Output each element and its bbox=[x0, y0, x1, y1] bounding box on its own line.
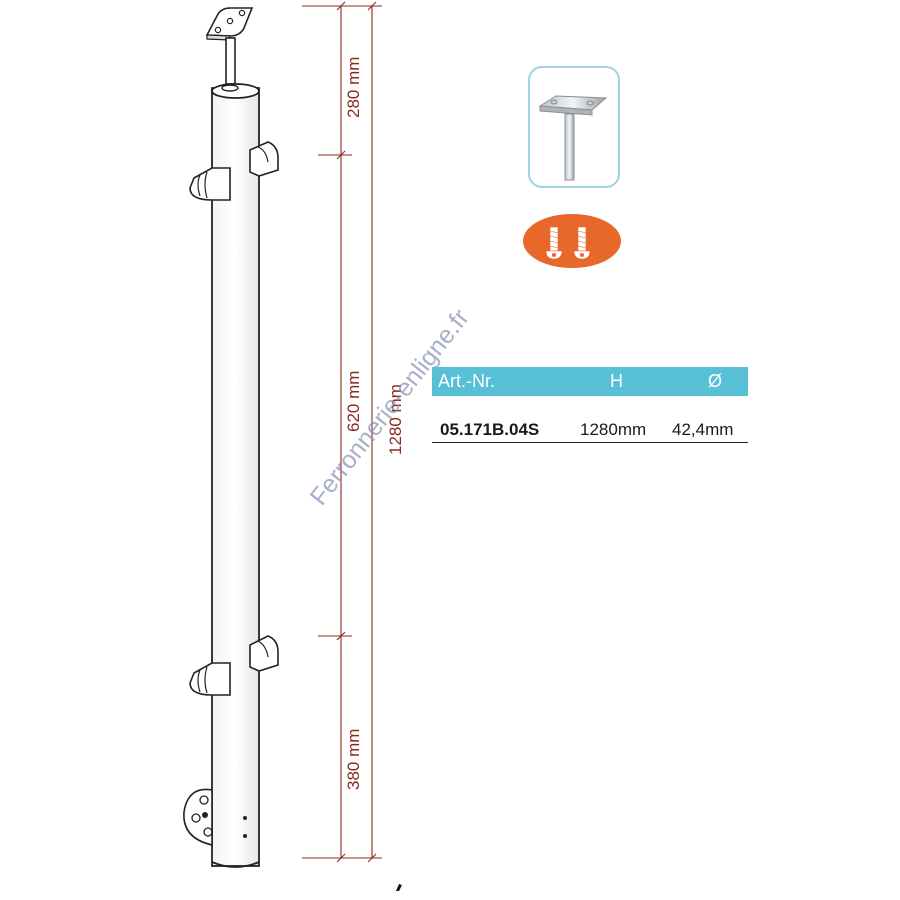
cell-height: 1280mm bbox=[580, 420, 647, 439]
dimension-top-label: 280 mm bbox=[344, 57, 363, 118]
post-tube bbox=[211, 83, 260, 868]
wall-flange bbox=[183, 788, 213, 847]
saddle-thumbnail bbox=[528, 66, 620, 188]
cell-diameter: 42,4mm bbox=[672, 420, 734, 439]
handrail-saddle bbox=[205, 7, 254, 93]
screws-icon bbox=[523, 214, 621, 268]
saddle-detail-icon bbox=[538, 95, 608, 181]
cell-art-nr: 05.171B.04S bbox=[440, 420, 540, 439]
dimension-middle-label: 620 mm bbox=[344, 371, 363, 432]
dimension-bottom-label: 380 mm bbox=[344, 729, 363, 790]
glass-clamp-upper bbox=[189, 141, 279, 201]
table-row: 05.171B.04S 1280mm 42,4mm bbox=[432, 418, 748, 443]
dimension-lines bbox=[302, 1, 382, 863]
header-height: H bbox=[610, 371, 623, 391]
header-art-nr: Art.-Nr. bbox=[438, 371, 495, 391]
dimension-total-label: 1280 mm bbox=[386, 384, 405, 455]
header-diameter: Ø bbox=[708, 371, 723, 391]
screws-badge bbox=[522, 213, 622, 269]
watermark-text: Ferronnerie-enligne.fr bbox=[305, 304, 475, 511]
spec-table-header: Art.-Nr. H Ø bbox=[432, 367, 748, 396]
stray-mark bbox=[396, 884, 402, 891]
glass-clamp-lower bbox=[189, 635, 279, 696]
